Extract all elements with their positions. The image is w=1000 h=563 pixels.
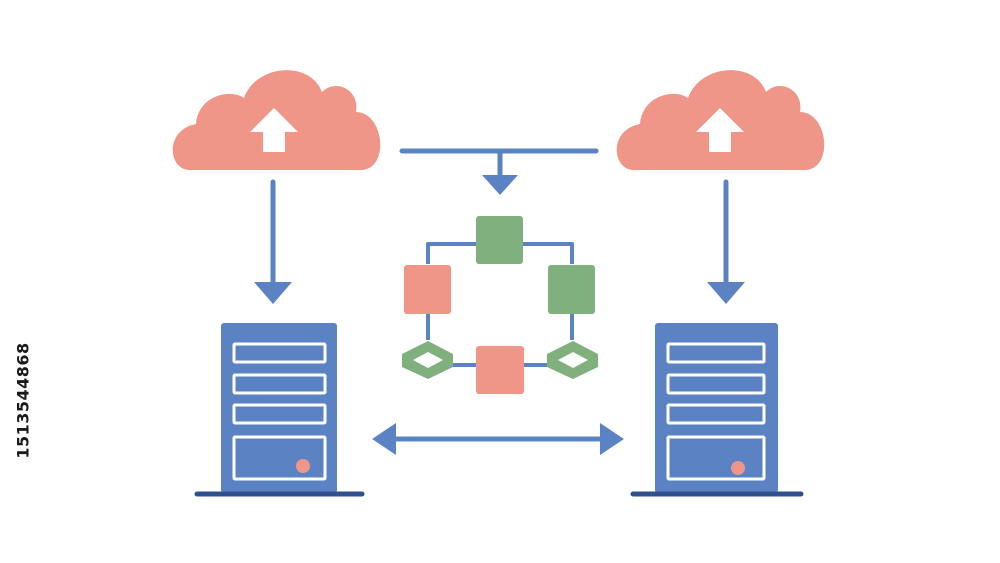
left-down-arrow-icon — [254, 179, 292, 304]
network-node-bottom — [476, 346, 524, 394]
left-upload-arrow-icon — [250, 108, 298, 152]
left-server-body — [221, 323, 337, 493]
top-connector-arrow-icon — [399, 148, 599, 195]
bidirectional-arrow-icon — [372, 423, 624, 455]
right-server-body — [655, 323, 778, 493]
network-node-right — [548, 265, 595, 314]
right-upload-arrow-icon — [696, 108, 744, 152]
node-network-icon — [402, 216, 598, 394]
left-cloud-upload-icon — [172, 70, 381, 170]
network-node-top — [476, 216, 523, 264]
left-server-rack-icon — [194, 323, 365, 497]
right-down-arrow-icon — [707, 179, 745, 304]
network-diamond-left — [402, 341, 453, 379]
network-diamond-right — [547, 341, 598, 379]
right-server-led — [731, 461, 745, 475]
network-node-left — [404, 265, 451, 314]
right-server-rack-icon — [630, 323, 804, 497]
right-cloud-upload-icon — [616, 70, 825, 170]
left-server-led — [296, 459, 310, 473]
